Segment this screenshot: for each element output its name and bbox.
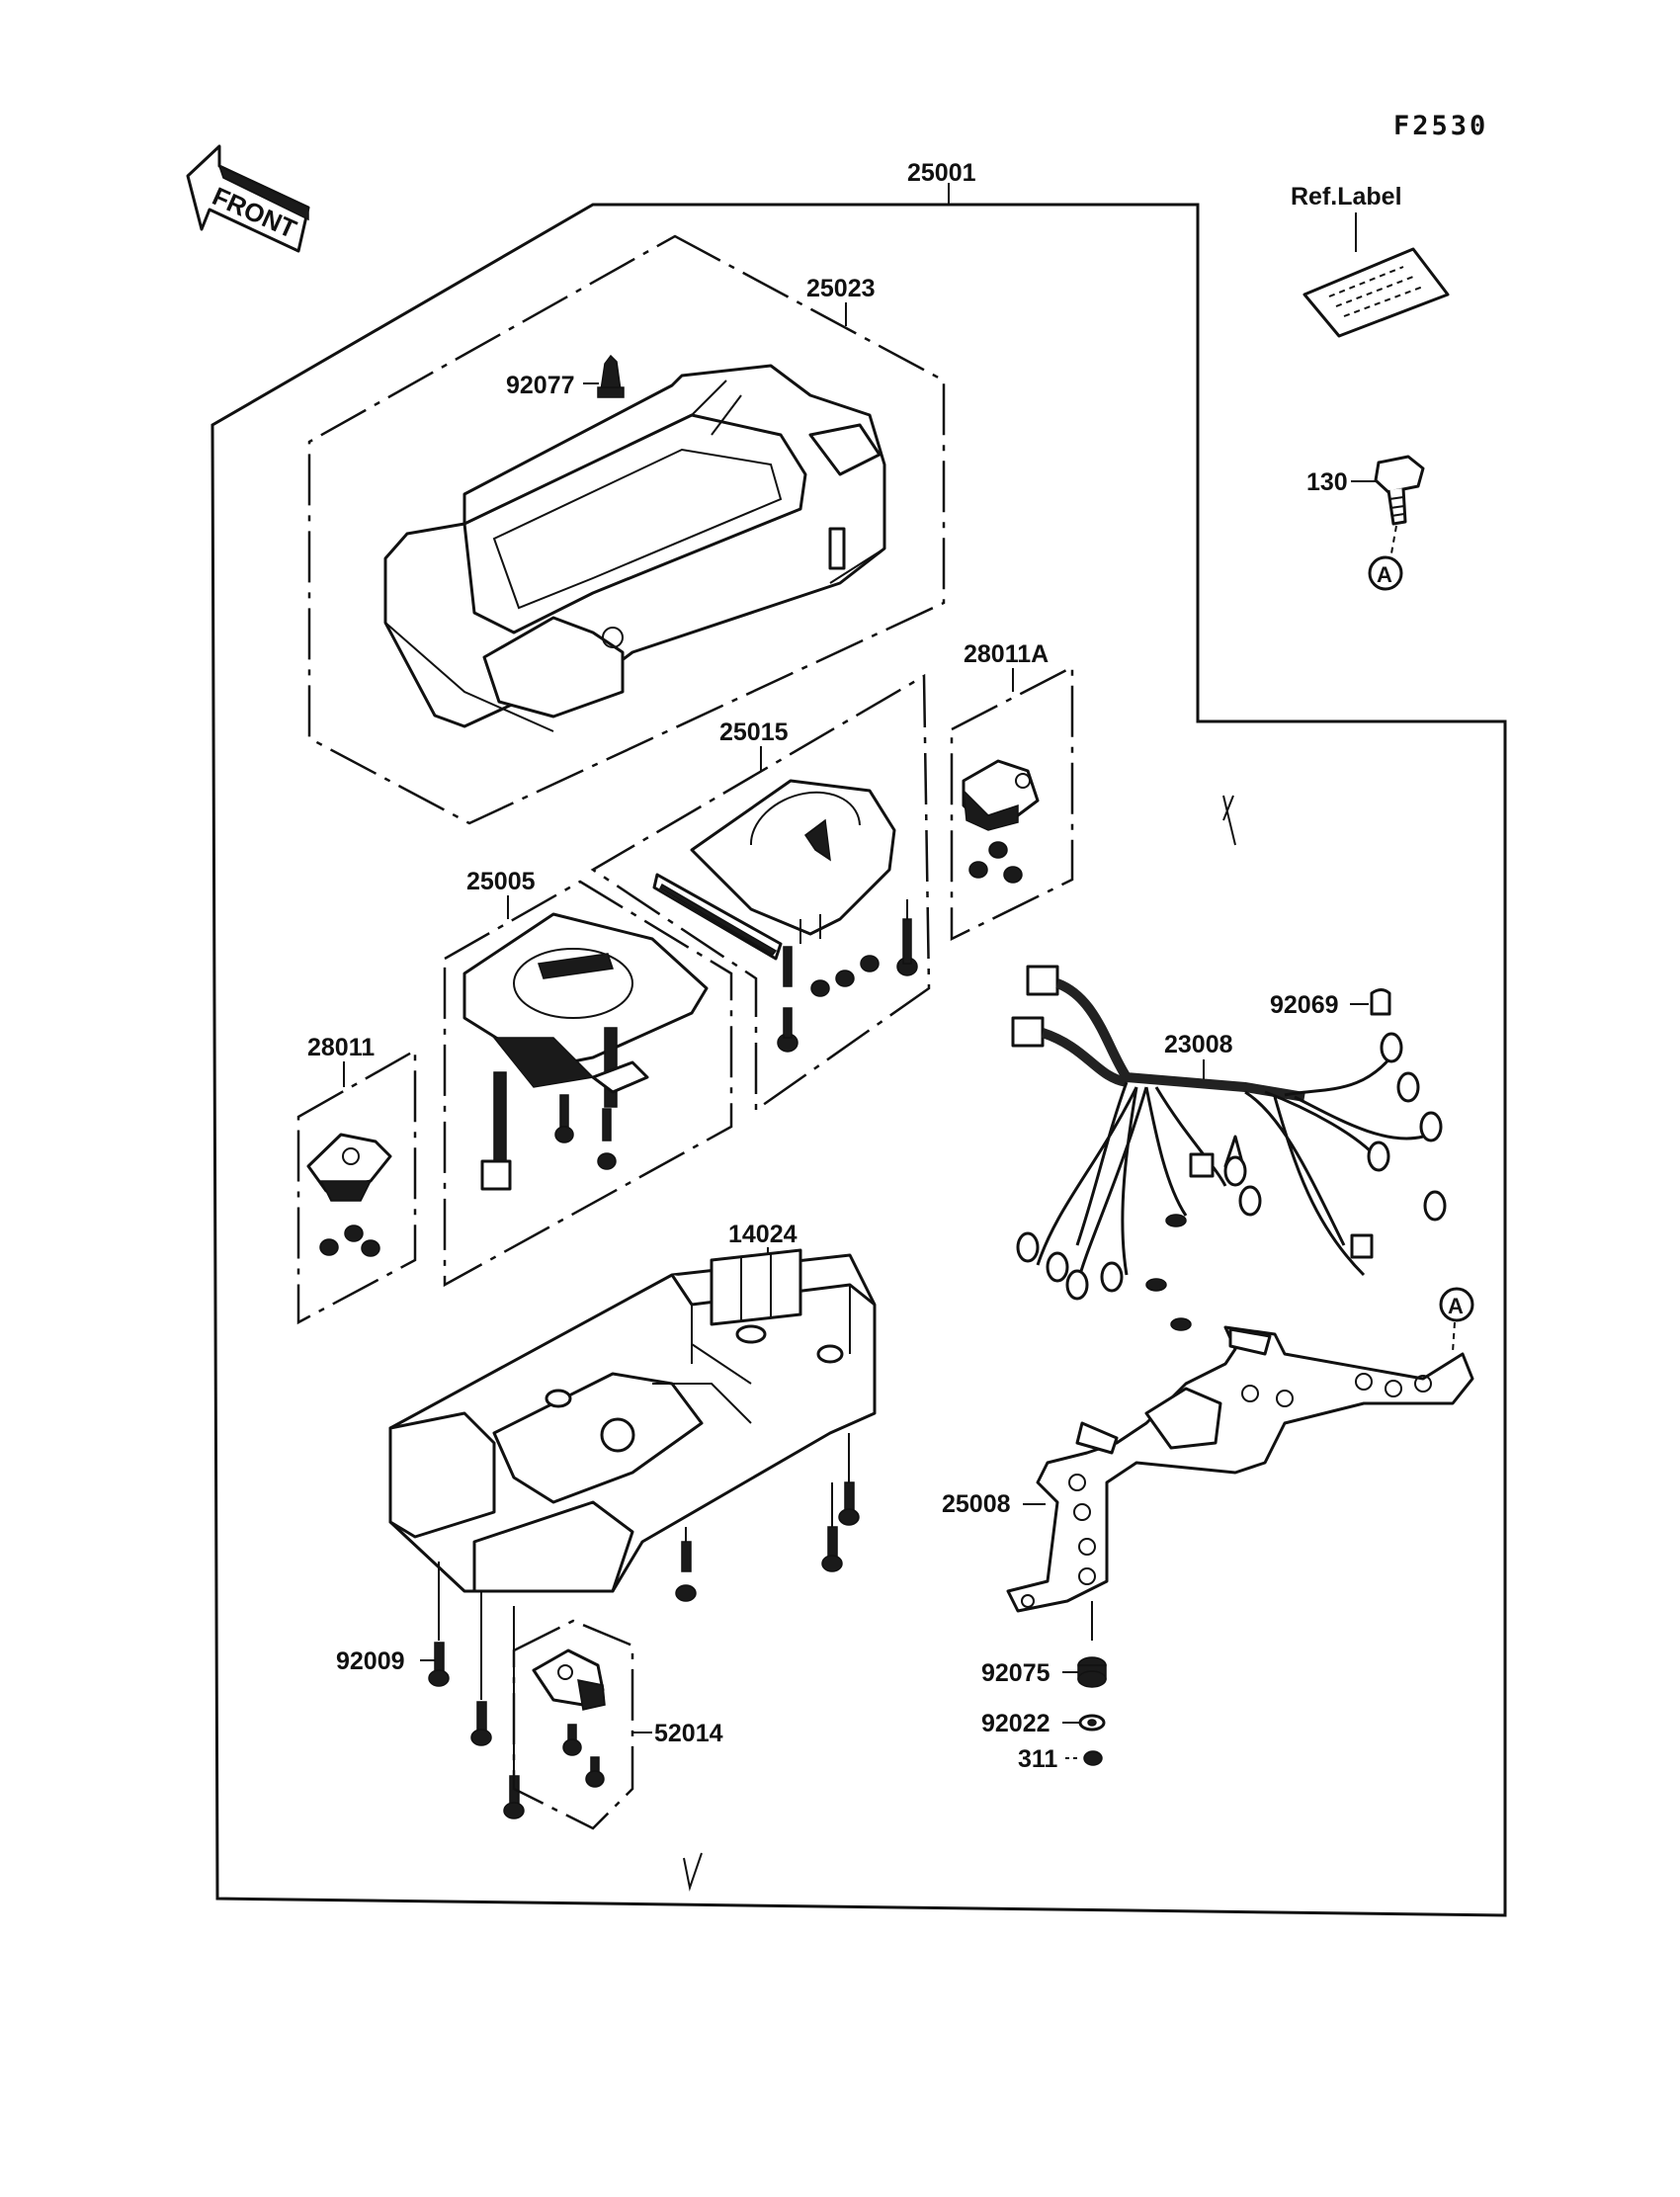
cover-frame — [307, 234, 946, 825]
lower-case-icon — [388, 1248, 877, 1593]
washer-icon — [1078, 1714, 1106, 1732]
marker-a-bottom-icon — [1439, 1287, 1474, 1322]
tachometer-screws-icon — [777, 899, 918, 1053]
ref-label-text: Ref.Label — [1291, 183, 1402, 211]
meter-cover-icon — [383, 364, 886, 732]
socket-right-frame — [950, 664, 1074, 942]
marker-a-bottom: A — [1448, 1294, 1464, 1318]
label-92075: 92075 — [981, 1659, 1050, 1687]
damper-icon — [1077, 1656, 1107, 1688]
label-92022: 92022 — [981, 1710, 1050, 1737]
marker-a-top-icon — [1368, 555, 1403, 591]
marker-a-top: A — [1377, 562, 1392, 587]
ref-label-icon — [1302, 247, 1450, 338]
label-130: 130 — [1306, 468, 1348, 496]
label-25023: 25023 — [806, 275, 876, 302]
label-28011: 28011 — [307, 1034, 375, 1061]
label-52014: 52014 — [654, 1720, 723, 1747]
label-23008: 23008 — [1164, 1031, 1233, 1058]
front-arrow-icon: FRONT — [186, 144, 310, 253]
socket-left-frame — [296, 1048, 417, 1325]
assembly-outline — [210, 203, 1507, 1917]
bracket-icon — [1006, 1325, 1474, 1613]
label-25008: 25008 — [942, 1490, 1011, 1518]
label-92077: 92077 — [506, 372, 575, 399]
label-14024: 14024 — [728, 1221, 798, 1248]
wire-harness-icon — [1011, 965, 1447, 1331]
label-25001: 25001 — [907, 159, 976, 187]
label-311: 311 — [1018, 1745, 1057, 1773]
label-92069: 92069 — [1270, 991, 1339, 1019]
socket-lower-icon — [532, 1648, 606, 1788]
label-25005: 25005 — [466, 868, 536, 895]
label-92009: 92009 — [336, 1648, 405, 1675]
diagram-code: F2530 — [1393, 111, 1488, 141]
socket-left-icon — [306, 1133, 392, 1257]
tachometer-frame — [590, 673, 931, 1113]
bulb-icon — [1370, 988, 1391, 1016]
socket-right-icon — [962, 759, 1040, 884]
nut-icon — [1083, 1750, 1103, 1766]
speedometer-screws-icon — [554, 1094, 617, 1170]
lower-case-screws-icon — [428, 1433, 860, 1819]
bolt-icon — [1374, 455, 1425, 526]
speedometer-frame — [443, 880, 733, 1288]
socket-lower-frame — [512, 1619, 634, 1830]
label-28011a: 28011A — [964, 640, 1049, 668]
cover-screw-icon — [597, 354, 625, 398]
speedometer-icon — [462, 912, 709, 1191]
tachometer-icon — [652, 779, 896, 961]
label-25015: 25015 — [719, 718, 789, 746]
